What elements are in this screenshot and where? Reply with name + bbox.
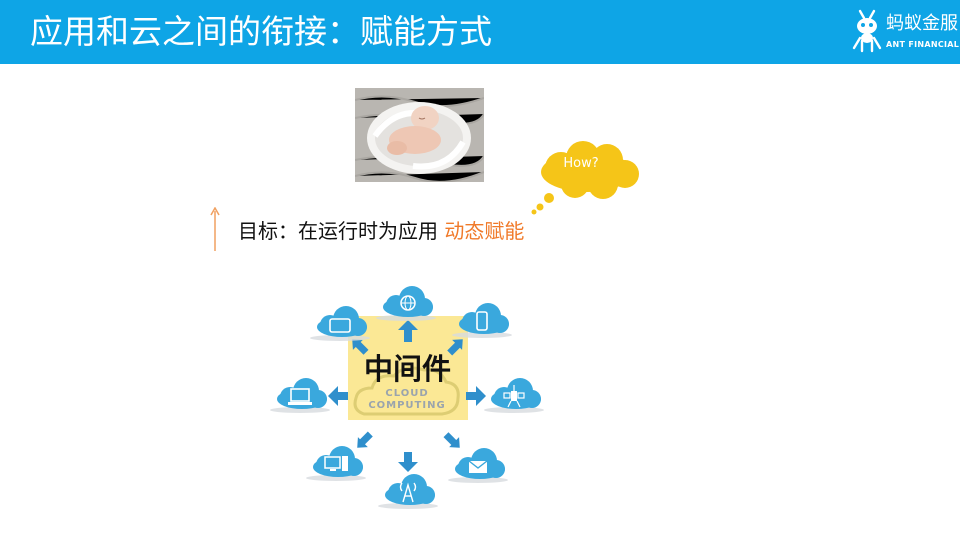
globe-icon xyxy=(400,295,416,311)
title-bar: 应用和云之间的衔接：赋能方式 蚂蚁金服 ANT FINANCIAL xyxy=(0,0,960,64)
goal-prefix: 目标：在运行时为应用 xyxy=(238,219,445,243)
tablet-icon xyxy=(329,318,351,333)
arrows xyxy=(328,320,486,472)
laptop-icon xyxy=(288,388,312,405)
arrow-left xyxy=(328,386,348,406)
slide-title: 应用和云之间的衔接：赋能方式 xyxy=(30,12,492,51)
arrow-up-left xyxy=(352,339,369,355)
cloud-computing-label: CLOUD COMPUTING xyxy=(368,388,446,411)
email-icon xyxy=(468,460,488,473)
satellite-icon xyxy=(503,385,525,408)
thought-cloud-icon xyxy=(531,141,639,215)
arrow-down-left xyxy=(357,431,373,448)
thought-text: How? xyxy=(563,156,599,171)
email-cloud xyxy=(448,448,508,483)
desktop-computer-icon xyxy=(324,456,348,471)
up-arrow-icon xyxy=(210,207,220,251)
baby-photo xyxy=(355,88,484,182)
arrow-down-right xyxy=(443,432,460,448)
cell-tower-icon xyxy=(399,482,417,503)
middleware-label: 中间件 xyxy=(363,352,451,386)
goal-statement: 目标：在运行时为应用 动态赋能 xyxy=(238,218,524,244)
globe-cloud xyxy=(376,286,436,321)
cloud-outline-icon xyxy=(353,366,460,416)
goal-highlight: 动态赋能 xyxy=(444,219,525,243)
arrow-right xyxy=(466,386,486,406)
satellite-cloud xyxy=(484,378,544,413)
smartphone-icon xyxy=(476,311,488,331)
thought-bubble: How? xyxy=(525,140,650,215)
laptop-cloud xyxy=(270,378,330,413)
desktop-cloud xyxy=(306,446,366,481)
smartphone-cloud xyxy=(452,303,512,338)
middleware-diagram xyxy=(270,286,544,509)
ant-logo-icon xyxy=(852,9,882,53)
arrow-down xyxy=(398,452,418,472)
cell-tower-cloud xyxy=(378,474,438,509)
logo-name-cn: 蚂蚁金服 xyxy=(886,13,958,34)
logo-name-en: ANT FINANCIAL xyxy=(886,40,960,49)
company-logo: 蚂蚁金服 ANT FINANCIAL xyxy=(850,8,959,58)
arrow-up-right xyxy=(447,339,463,356)
arrow-up xyxy=(398,320,418,342)
tablet-cloud xyxy=(310,306,370,341)
